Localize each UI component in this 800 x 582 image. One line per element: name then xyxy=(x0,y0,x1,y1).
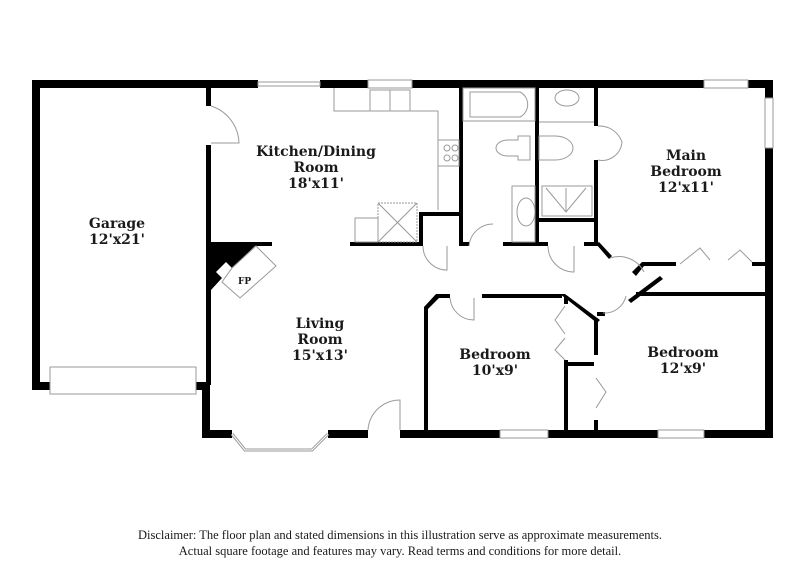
room-name: Garage xyxy=(88,216,146,232)
room-label-main-bedroom: Main Bedroom 12'x11' xyxy=(650,148,721,196)
room-label-kitchen-dining: Kitchen/Dining Room 18'x11' xyxy=(256,144,376,192)
windows xyxy=(49,79,774,452)
room-dimensions: 12'x21' xyxy=(89,232,145,248)
room-name-line2: Room xyxy=(297,332,343,348)
exterior-walls xyxy=(32,80,773,438)
room-name: Living xyxy=(295,316,345,332)
interior-walls xyxy=(211,88,767,432)
room-dimensions: 15'x13' xyxy=(292,348,348,364)
disclaimer: Disclaimer: The floor plan and stated di… xyxy=(0,527,800,559)
room-dimensions: 10'x9' xyxy=(471,363,519,379)
disclaimer-line-1: Disclaimer: The floor plan and stated di… xyxy=(138,528,662,542)
room-label-bedroom-3: Bedroom 12'x9' xyxy=(647,345,718,377)
room-dimensions: 18'x11' xyxy=(288,176,344,192)
room-name: Kitchen/Dining xyxy=(256,144,376,160)
disclaimer-line-2: Actual square footage and features may v… xyxy=(178,544,622,558)
fireplace-label: FP xyxy=(238,277,251,287)
room-label-living: Living Room 15'x13' xyxy=(292,316,348,364)
room-label-garage: Garage 12'x21' xyxy=(89,216,145,248)
room-label-bedroom-2: Bedroom 10'x9' xyxy=(459,347,530,379)
room-name: Main xyxy=(665,148,707,164)
room-name-line2: Bedroom xyxy=(650,164,722,180)
room-name-line2: Room xyxy=(293,160,339,176)
doors xyxy=(210,105,753,431)
room-dimensions: 12'x9' xyxy=(659,361,707,377)
room-dimensions: 12'x11' xyxy=(658,180,714,196)
room-name: Bedroom xyxy=(647,345,719,361)
fixtures xyxy=(221,87,594,299)
room-name: Bedroom xyxy=(459,347,531,363)
